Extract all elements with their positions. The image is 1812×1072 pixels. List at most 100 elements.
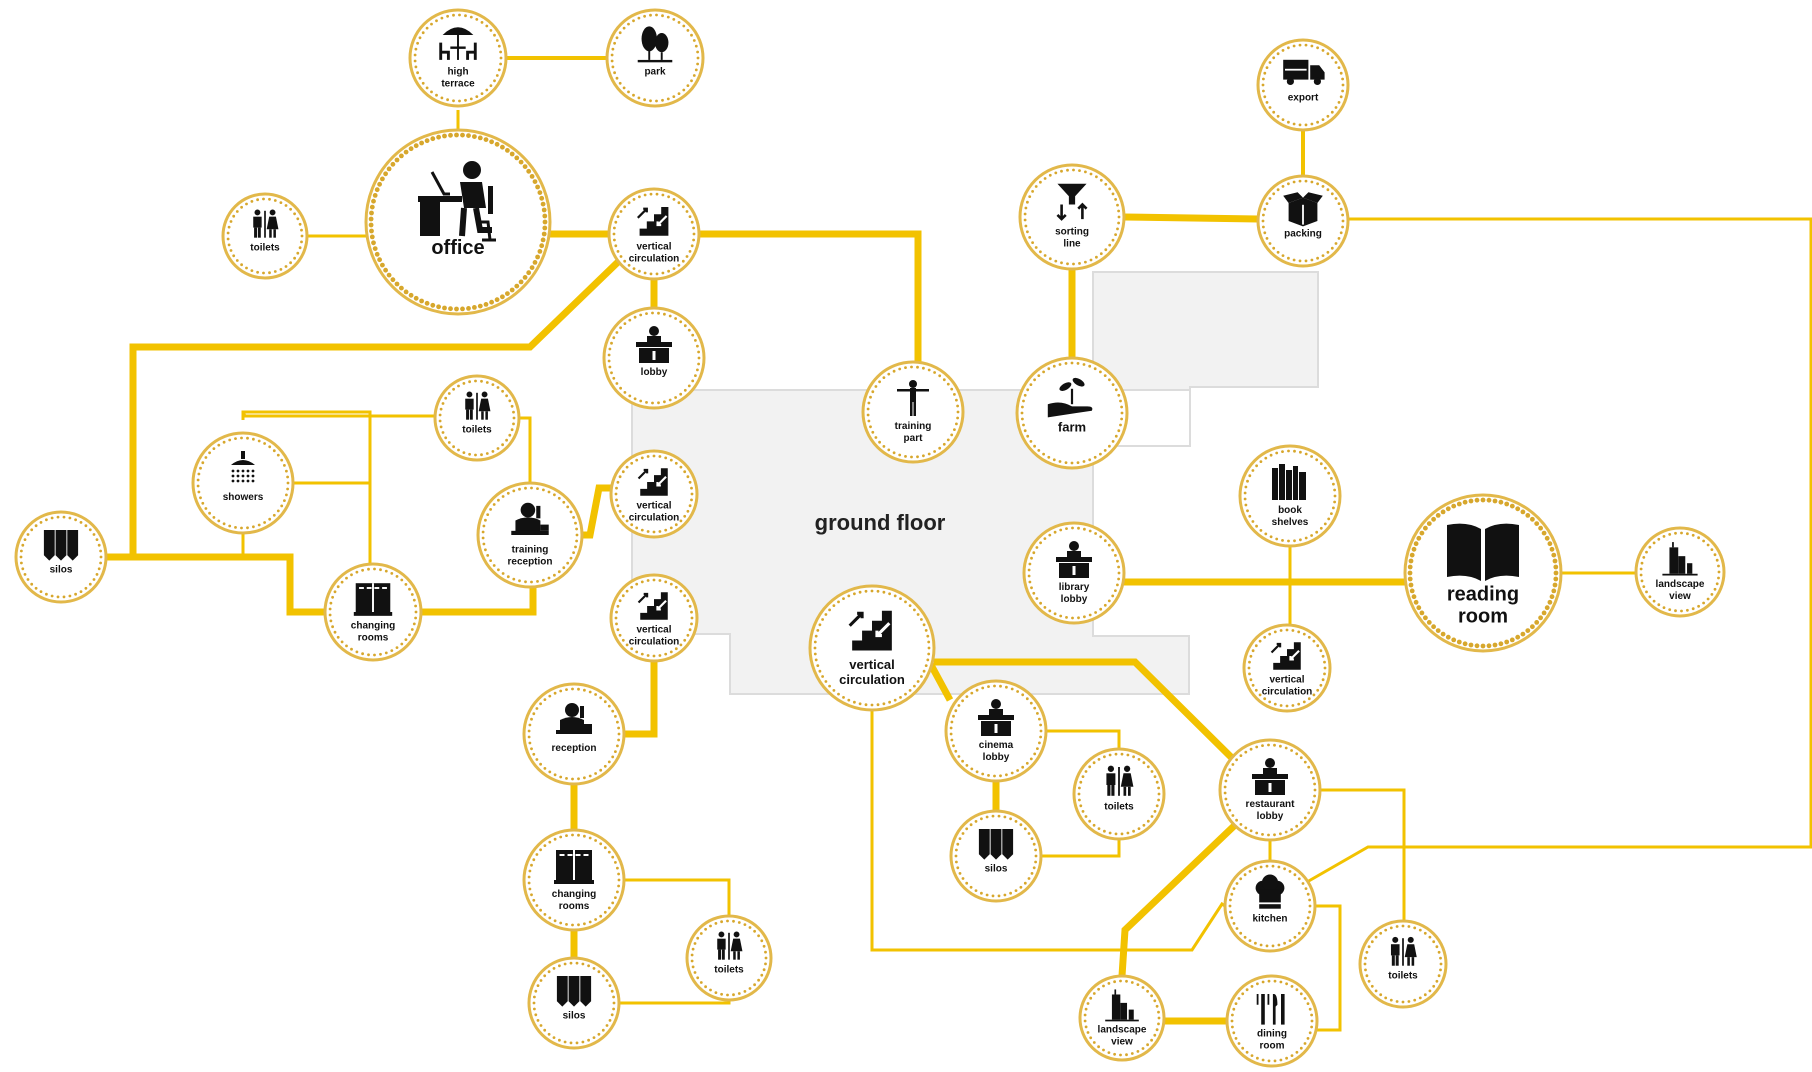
node-label: lobby — [983, 752, 1010, 763]
person-icon — [897, 380, 929, 416]
stairs-icon — [637, 592, 668, 620]
toilets-icon — [717, 931, 743, 960]
connection-links — [106, 56, 1812, 1032]
funnel-icon — [1056, 183, 1088, 221]
park-icon — [637, 26, 673, 63]
node-label: farm — [1058, 420, 1086, 435]
node-label: landscape — [1098, 1024, 1147, 1035]
node-label: vertical — [636, 501, 671, 512]
connection-link — [619, 1000, 731, 1005]
node-label: silos — [50, 564, 73, 575]
node-ring — [476, 481, 584, 589]
silos-icon — [978, 829, 1014, 860]
node-reception: reception — [522, 682, 626, 786]
ground-floor-plan — [631, 271, 1319, 695]
node-label: line — [1063, 239, 1081, 250]
box-icon — [1283, 192, 1323, 227]
node-label: park — [644, 66, 666, 77]
node-label: cinema — [979, 740, 1014, 751]
node-ring — [364, 128, 552, 316]
node-label: showers — [223, 492, 264, 503]
node-label: room — [1260, 1040, 1285, 1051]
shower-icon — [231, 451, 255, 483]
node-label: toilets — [1388, 971, 1418, 982]
city-icon — [1662, 542, 1698, 576]
connection-link — [241, 411, 435, 418]
node-label: landscape — [1656, 579, 1705, 590]
node-park: park — [605, 8, 705, 108]
node-label: toilets — [250, 242, 280, 253]
desk-icon — [636, 326, 672, 363]
connection-link — [870, 710, 1226, 952]
node-label: dining — [1257, 1028, 1287, 1039]
lockers-icon — [554, 850, 594, 884]
node-ring — [1256, 38, 1350, 132]
plant-hand-icon — [1047, 377, 1093, 418]
connection-link — [624, 661, 658, 738]
desk-icon — [1252, 758, 1288, 795]
city-icon — [1105, 989, 1139, 1022]
reception-icon — [556, 703, 592, 734]
connection-link — [699, 230, 922, 362]
node-label: library — [1059, 582, 1090, 593]
stairs-icon — [637, 207, 669, 236]
office-icon — [418, 161, 496, 242]
node-toilets-cinema: toilets — [1072, 747, 1166, 841]
toilets-icon — [1390, 936, 1417, 966]
node-label: reception — [507, 557, 552, 568]
node-ring — [1403, 493, 1563, 653]
node-label: reading — [1447, 583, 1519, 605]
floor-plan-outline — [631, 271, 1319, 695]
node-ring — [191, 431, 295, 535]
silos-icon — [43, 530, 79, 561]
node-label: shelves — [1272, 517, 1309, 528]
node-label: vertical — [636, 241, 671, 252]
connection-link — [926, 661, 954, 702]
node-silos-bottom: silos — [527, 956, 621, 1050]
truck-icon — [1283, 59, 1325, 85]
connection-link — [1315, 904, 1342, 1032]
node-label: vertical — [636, 625, 671, 636]
node-label: toilets — [462, 424, 492, 435]
node-label: lobby — [1061, 594, 1088, 605]
node-label: changing — [351, 620, 395, 631]
node-label: circulation — [629, 513, 680, 524]
node-label: view — [1111, 1036, 1133, 1047]
books-icon — [1272, 464, 1306, 500]
node-packing: packing — [1256, 174, 1350, 268]
reception-icon — [511, 502, 549, 535]
toilets-icon — [253, 209, 279, 238]
node-label: toilets — [714, 964, 744, 975]
node-ring — [861, 360, 965, 464]
node-label: silos — [563, 1010, 586, 1021]
node-label: part — [904, 433, 924, 444]
node-kitchen: kitchen — [1223, 859, 1317, 953]
book-icon — [1447, 523, 1519, 581]
node-toilets-restaurant: toilets — [1358, 919, 1448, 1009]
node-toilets-showers: toilets — [433, 374, 521, 462]
desk-icon — [1056, 541, 1092, 578]
node-label: export — [1288, 92, 1319, 103]
node-label: reception — [551, 743, 596, 754]
node-label: training — [895, 421, 932, 432]
ground-floor-label: ground floor — [815, 510, 946, 535]
node-label: packing — [1284, 228, 1322, 239]
node-lobby: lobby — [602, 306, 706, 410]
connection-link — [624, 878, 731, 916]
node-farm: farm — [1015, 356, 1129, 470]
node-label: high — [447, 66, 468, 77]
connection-link — [934, 658, 1235, 761]
node-toilets-bottom: toilets — [685, 914, 773, 1002]
